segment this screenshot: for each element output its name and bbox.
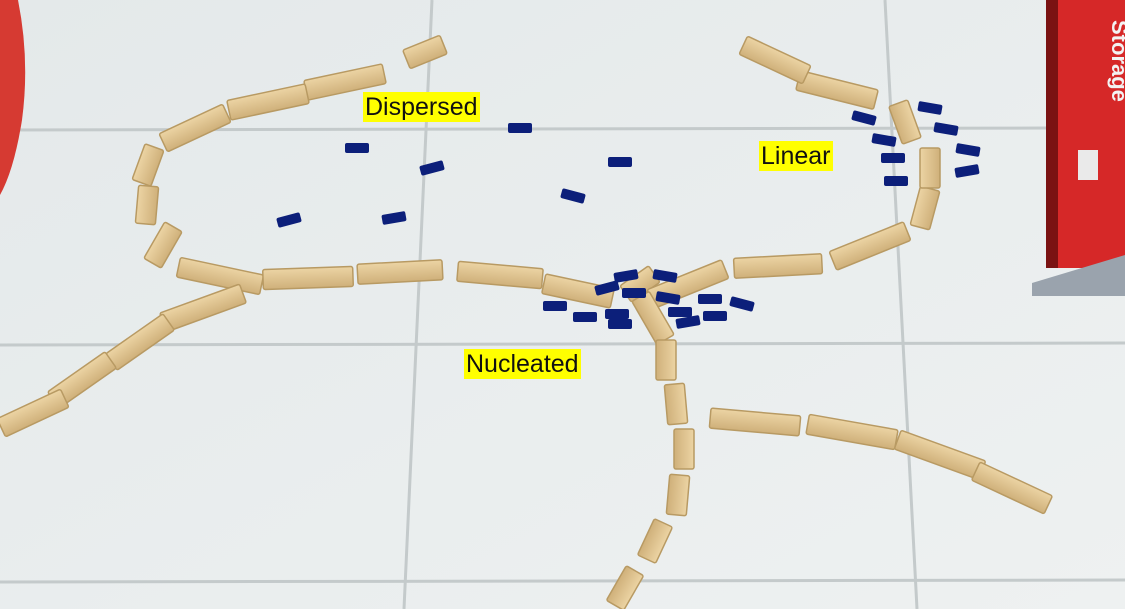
blue-token	[608, 157, 632, 167]
blue-token	[345, 143, 369, 153]
blue-token	[573, 312, 597, 322]
wooden-block	[456, 260, 544, 290]
wooden-block	[356, 259, 444, 285]
wooden-block	[829, 221, 911, 271]
blue-token	[605, 309, 629, 319]
blue-token	[871, 133, 897, 147]
label-nucleated: Nucleated	[464, 349, 581, 379]
storage-box: Storage	[1032, 0, 1125, 296]
wooden-block	[663, 382, 689, 426]
label-linear: Linear	[759, 141, 833, 171]
blue-token	[881, 153, 905, 163]
blue-token	[698, 294, 722, 304]
wooden-blocks	[0, 35, 1053, 609]
blue-token	[954, 164, 980, 178]
wooden-block	[402, 35, 448, 69]
blue-token	[933, 122, 959, 136]
blue-token	[594, 280, 620, 296]
blue-token	[381, 211, 407, 225]
blue-token	[276, 212, 302, 228]
label-dispersed: Dispersed	[363, 92, 480, 122]
wooden-block	[673, 428, 695, 470]
blue-token	[560, 188, 586, 204]
blue-token	[703, 311, 727, 321]
blue-token	[608, 319, 632, 329]
wooden-block	[971, 461, 1053, 515]
blue-token	[613, 269, 639, 283]
blue-token	[543, 301, 567, 311]
blue-token	[851, 110, 877, 126]
wooden-block	[541, 273, 615, 309]
blue-token	[668, 307, 692, 317]
wooden-block	[134, 184, 160, 226]
blue-token	[917, 101, 943, 115]
wooden-block	[665, 473, 691, 517]
wooden-block	[655, 339, 677, 381]
wooden-block	[175, 257, 265, 295]
wooden-block	[226, 83, 310, 121]
blue-token	[729, 296, 755, 312]
blue-token	[884, 176, 908, 186]
wooden-block	[708, 407, 802, 437]
blue-token	[655, 291, 681, 305]
wooden-block	[131, 143, 165, 187]
wooden-block	[732, 253, 824, 279]
wooden-block	[606, 565, 644, 609]
wooden-block	[738, 36, 812, 84]
storage-box-text: Storage	[1107, 20, 1125, 102]
wooden-block	[805, 413, 899, 451]
wooden-block	[637, 518, 673, 564]
wooden-block	[158, 104, 232, 152]
blue-token	[508, 123, 532, 133]
red-object-left	[0, 0, 26, 195]
wooden-block	[888, 99, 922, 145]
blue-token	[955, 143, 981, 157]
wooden-block	[0, 389, 70, 437]
blue-token	[622, 288, 646, 298]
blue-tokens	[276, 101, 981, 329]
blue-token	[652, 269, 678, 283]
wooden-block	[919, 147, 941, 189]
blue-token	[675, 315, 701, 329]
wooden-block	[261, 265, 355, 291]
wooden-block	[143, 221, 183, 269]
blue-token	[419, 160, 445, 176]
